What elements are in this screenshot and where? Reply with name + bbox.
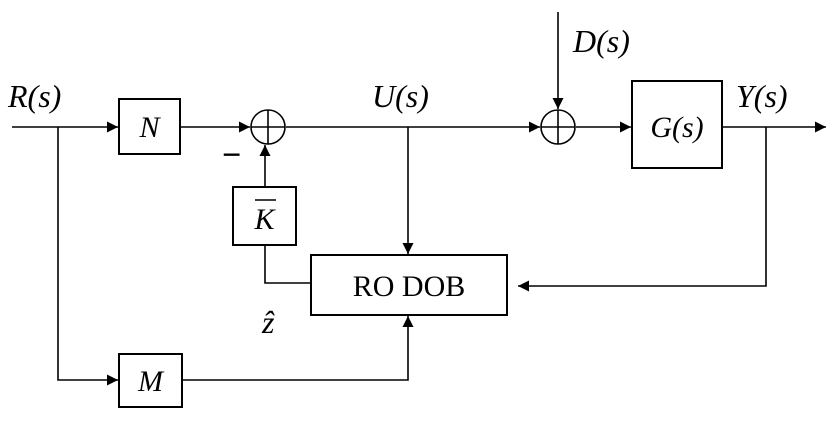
block-DOB-label: RO DOB (353, 270, 466, 303)
minus-sign: − (222, 137, 241, 174)
wire-M-to-DOB (182, 316, 414, 381)
label-disturbance-D: D(s) (572, 23, 630, 59)
label-reference-R: R(s) (7, 78, 61, 114)
block-N-label: N (138, 111, 161, 144)
block-K: K (232, 186, 297, 246)
summing-junction-1 (250, 109, 286, 145)
wire-Y-to-DOB (518, 127, 767, 292)
label-estimate-z-hat: ẑ (261, 304, 275, 340)
label-output-Y: Y(s) (736, 78, 788, 114)
block-K-label: K (253, 203, 276, 236)
label-control-U: U(s) (372, 78, 429, 114)
block-M: M (118, 353, 183, 408)
block-RO-DOB: RO DOB (310, 254, 508, 316)
wire-DOB-to-K (264, 246, 310, 284)
block-N: N (118, 98, 181, 155)
block-G: G(s) (631, 80, 723, 169)
block-G-label: G(s) (650, 111, 703, 144)
summing-junction-2 (540, 109, 576, 145)
wire-R-to-M (57, 127, 118, 386)
block-M-label: M (137, 365, 165, 398)
